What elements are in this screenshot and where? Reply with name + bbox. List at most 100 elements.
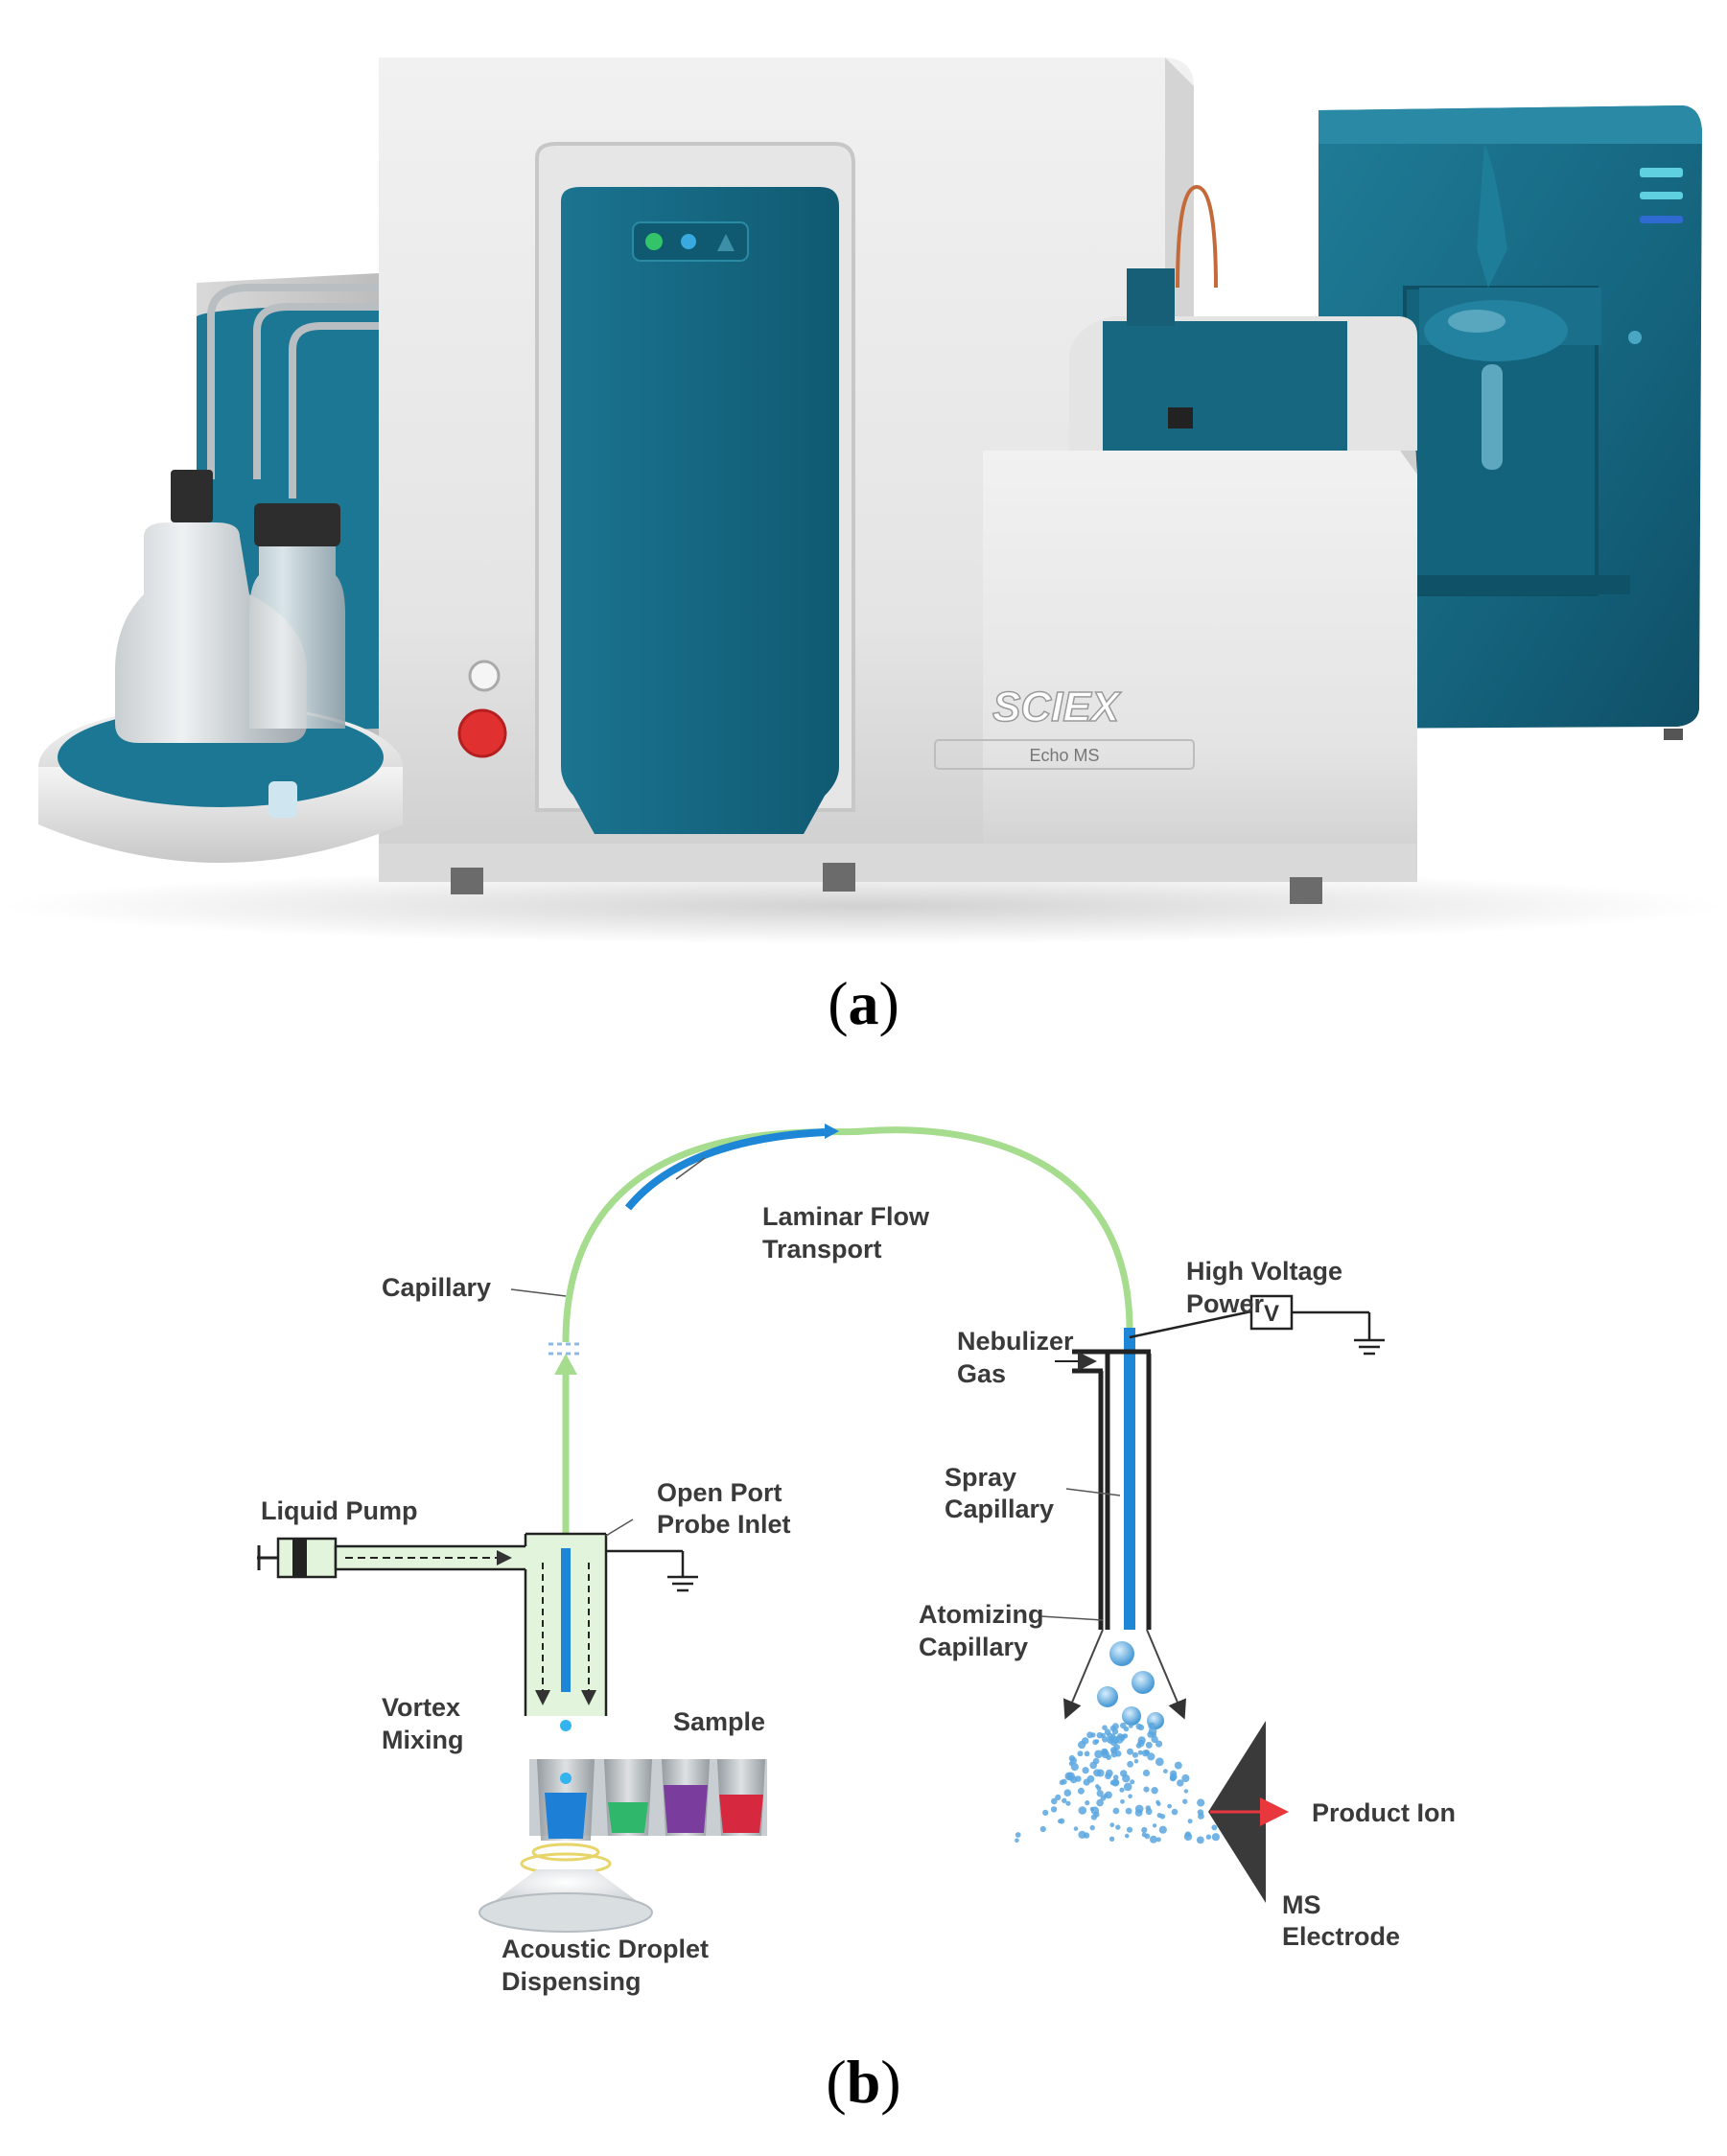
mist-droplet (1109, 1822, 1115, 1828)
mist-droplet (1077, 1750, 1084, 1757)
label-acoustic-droplet: Acoustic Droplet (502, 1935, 709, 1963)
mist-droplet (1170, 1770, 1178, 1777)
mist-droplet (1133, 1758, 1139, 1764)
mist-droplet (1015, 1838, 1019, 1843)
mist-droplet (1115, 1824, 1121, 1830)
mist-droplet (1112, 1807, 1120, 1815)
label-capillary: Capillary (382, 1273, 491, 1302)
mist-droplet (1089, 1806, 1095, 1812)
mist-droplet (1050, 1806, 1058, 1813)
mist-droplet (1125, 1807, 1132, 1815)
voltmeter-symbol: V (1264, 1301, 1279, 1327)
mist-droplet (1211, 1824, 1218, 1831)
label-nebulizer: Nebulizer (957, 1327, 1074, 1356)
open-port-probe (524, 1532, 698, 1716)
mist-droplet (1211, 1833, 1220, 1842)
label-liquid-pump: Liquid Pump (261, 1496, 417, 1525)
mist-droplet (1126, 1826, 1133, 1833)
mist-droplet (1092, 1739, 1099, 1746)
label-probe-inlet: Probe Inlet (657, 1510, 791, 1539)
label-spray-capillary: Capillary (945, 1495, 1054, 1523)
mist-droplet (1120, 1722, 1127, 1729)
mist-droplet (1145, 1741, 1153, 1749)
liquid-pump (257, 1537, 529, 1579)
mist-droplet (1124, 1833, 1130, 1839)
mist-droplet (1089, 1824, 1095, 1831)
mist-droplet (1065, 1800, 1071, 1806)
mist-droplet (1086, 1774, 1095, 1783)
mist-droplet (1183, 1789, 1189, 1794)
label-sample: Sample (673, 1707, 765, 1736)
mist-droplet (1132, 1751, 1138, 1758)
mist-droplet (1117, 1733, 1123, 1739)
mist-droplet (1090, 1814, 1097, 1820)
mist-droplet (1112, 1779, 1120, 1786)
mist-droplet (1156, 1813, 1162, 1819)
mist-droplet (1155, 1740, 1163, 1748)
mist-droplet (1181, 1773, 1190, 1783)
mist-droplet (1127, 1760, 1133, 1768)
label-atomizing: Atomizing (919, 1600, 1043, 1629)
transport-capillary (562, 1124, 1133, 1343)
label-dispensing: Dispensing (502, 1967, 642, 1996)
ms-electrode (1208, 1721, 1289, 1903)
mist-droplet (1152, 1823, 1157, 1828)
mist-droplet (1104, 1728, 1111, 1736)
small-knob (468, 660, 501, 692)
spray-droplets (1097, 1641, 1164, 1729)
label-open-port: Open Port (657, 1478, 782, 1507)
mist-droplet (1123, 1782, 1132, 1792)
mist-droplet (1073, 1826, 1079, 1831)
mist-droplet (1119, 1787, 1125, 1793)
mist-droplet (1096, 1798, 1104, 1807)
mist-droplet (1063, 1789, 1072, 1797)
mist-droplet (1107, 1737, 1113, 1744)
mist-droplet (1141, 1826, 1148, 1833)
mist-droplet (1141, 1832, 1147, 1838)
mist-droplet (1158, 1825, 1167, 1834)
label-ms: MS (1282, 1890, 1321, 1919)
mist-droplet (1051, 1797, 1058, 1805)
mist-droplet (1061, 1778, 1067, 1785)
sciex-logo: SCIEX (992, 684, 1122, 730)
mist-droplet (1137, 1750, 1143, 1755)
mist-droplet (1068, 1761, 1074, 1766)
mist-droplet (1170, 1775, 1175, 1781)
mist-droplet (1068, 1754, 1076, 1762)
mist-droplet (1084, 1750, 1090, 1757)
mist-droplet (1102, 1736, 1109, 1743)
mist-droplet (1155, 1757, 1164, 1767)
mist-droplet (1127, 1748, 1133, 1755)
mist-droplet (1128, 1794, 1132, 1798)
mist-droplet (1151, 1735, 1158, 1744)
mist-droplet (1196, 1836, 1204, 1844)
mist-droplet (1120, 1798, 1125, 1804)
mist-droplet (1142, 1769, 1151, 1777)
mist-droplet (1102, 1725, 1108, 1730)
mist-droplet (1096, 1769, 1105, 1777)
mist-droplet (1077, 1787, 1085, 1795)
label-power: Power (1186, 1289, 1265, 1318)
mist-droplet (1039, 1825, 1046, 1833)
mist-droplet (1055, 1794, 1062, 1800)
mist-droplet (1155, 1799, 1160, 1805)
mist-droplet (1187, 1819, 1193, 1824)
solvent-station (38, 273, 403, 863)
mist-droplet (1110, 1749, 1116, 1754)
mist-droplet (1085, 1800, 1090, 1806)
mist-droplet (1078, 1806, 1087, 1815)
mist-droplet (1183, 1832, 1193, 1842)
label-mixing: Mixing (382, 1726, 464, 1754)
label-spray: Spray (945, 1463, 1016, 1492)
mist-droplet (1095, 1784, 1100, 1789)
mist-droplet (1171, 1808, 1179, 1816)
mist-droplet (1151, 1787, 1158, 1795)
mist-droplet (1096, 1790, 1104, 1797)
label-high-voltage: High Voltage (1186, 1257, 1342, 1286)
label-gas: Gas (957, 1359, 1006, 1388)
mist-droplet (1177, 1779, 1184, 1787)
product-name-plate: Echo MS (1029, 746, 1099, 765)
mist-droplet (1075, 1775, 1082, 1782)
emergency-stop-button (457, 708, 507, 758)
mist-droplet (1121, 1733, 1126, 1739)
